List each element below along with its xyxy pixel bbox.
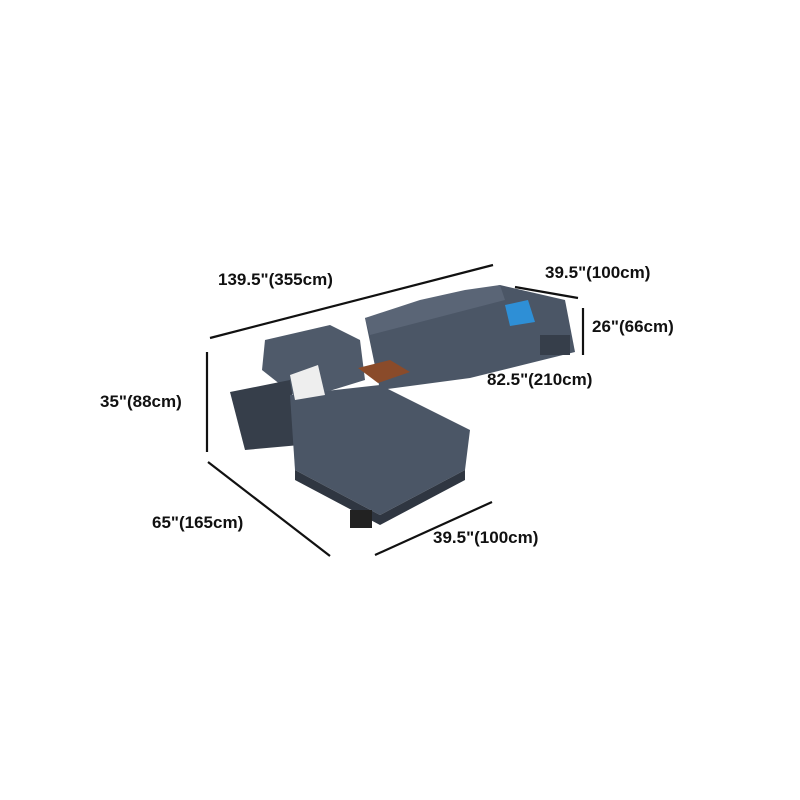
sofa-backrest xyxy=(365,285,505,335)
white-pillow xyxy=(290,365,325,400)
label-seat-height: 26"(66cm) xyxy=(592,317,674,336)
label-chaise-length: 65"(165cm) xyxy=(152,513,244,532)
dim-line-chaise-width xyxy=(374,500,493,557)
dimension-lines xyxy=(205,263,585,557)
sofa-chaise xyxy=(290,385,470,515)
side-table xyxy=(358,360,410,383)
dim-line-total-length xyxy=(209,263,494,340)
sofa-leg xyxy=(350,510,372,528)
label-total-height: 35"(88cm) xyxy=(100,392,182,411)
label-total-length: 139.5"(355cm) xyxy=(218,270,333,289)
sofa-chaise-base xyxy=(295,470,465,525)
label-main-length: 82.5"(210cm) xyxy=(487,370,593,389)
blue-pillow xyxy=(505,300,535,326)
label-back-depth: 39.5"(100cm) xyxy=(545,263,651,282)
dim-line-back-depth xyxy=(514,285,579,300)
sofa-left-arm xyxy=(230,380,300,450)
sofa-right-arm xyxy=(540,335,570,355)
label-chaise-width: 39.5"(100cm) xyxy=(433,528,539,547)
sofa xyxy=(230,285,575,528)
dim-line-chaise-length xyxy=(207,461,331,557)
